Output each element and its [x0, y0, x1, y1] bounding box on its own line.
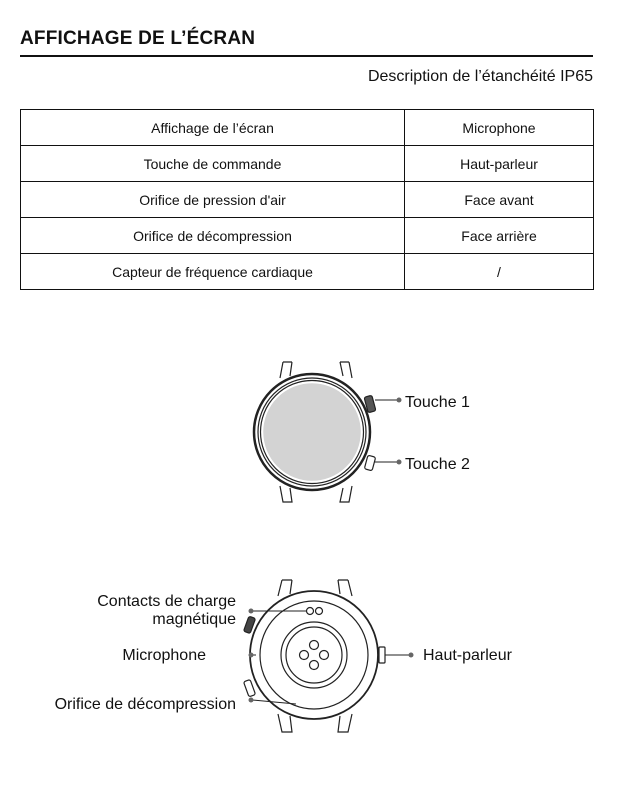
table-cell: Microphone [404, 109, 594, 146]
table-cell: / [404, 253, 594, 290]
table-cell: Haut-parleur [404, 145, 594, 182]
label-button-2: Touche 2 [405, 456, 470, 473]
title-divider [20, 55, 593, 57]
watch-back-illustration [243, 579, 414, 733]
label-vent: Orifice de décompression [54, 696, 236, 713]
label-line: Contacts de charge [97, 593, 236, 610]
label-button-1: Touche 1 [405, 394, 470, 411]
table-cell: Orifice de pression d'air [20, 181, 405, 218]
table-cell: Face avant [404, 181, 594, 218]
label-line: magnétique [152, 611, 236, 628]
table-cell: Orifice de décompression [20, 217, 405, 254]
label-speaker: Haut-parleur [423, 647, 512, 664]
table-row: Capteur de fréquence cardiaque/ [20, 253, 594, 290]
table-cell: Face arrière [404, 217, 594, 254]
table-cell: Capteur de fréquence cardiaque [20, 253, 405, 290]
button-2 [364, 455, 376, 471]
section-subtitle: Description de l’étanchéité IP65 [367, 68, 593, 85]
label-charging-contacts: Contacts de charge magnétique [97, 593, 236, 629]
page-title: AFFICHAGE DE L’ÉCRAN [20, 28, 256, 49]
button-1 [363, 395, 377, 413]
label-microphone: Microphone [122, 647, 206, 664]
watch-front-illustration [252, 361, 402, 503]
